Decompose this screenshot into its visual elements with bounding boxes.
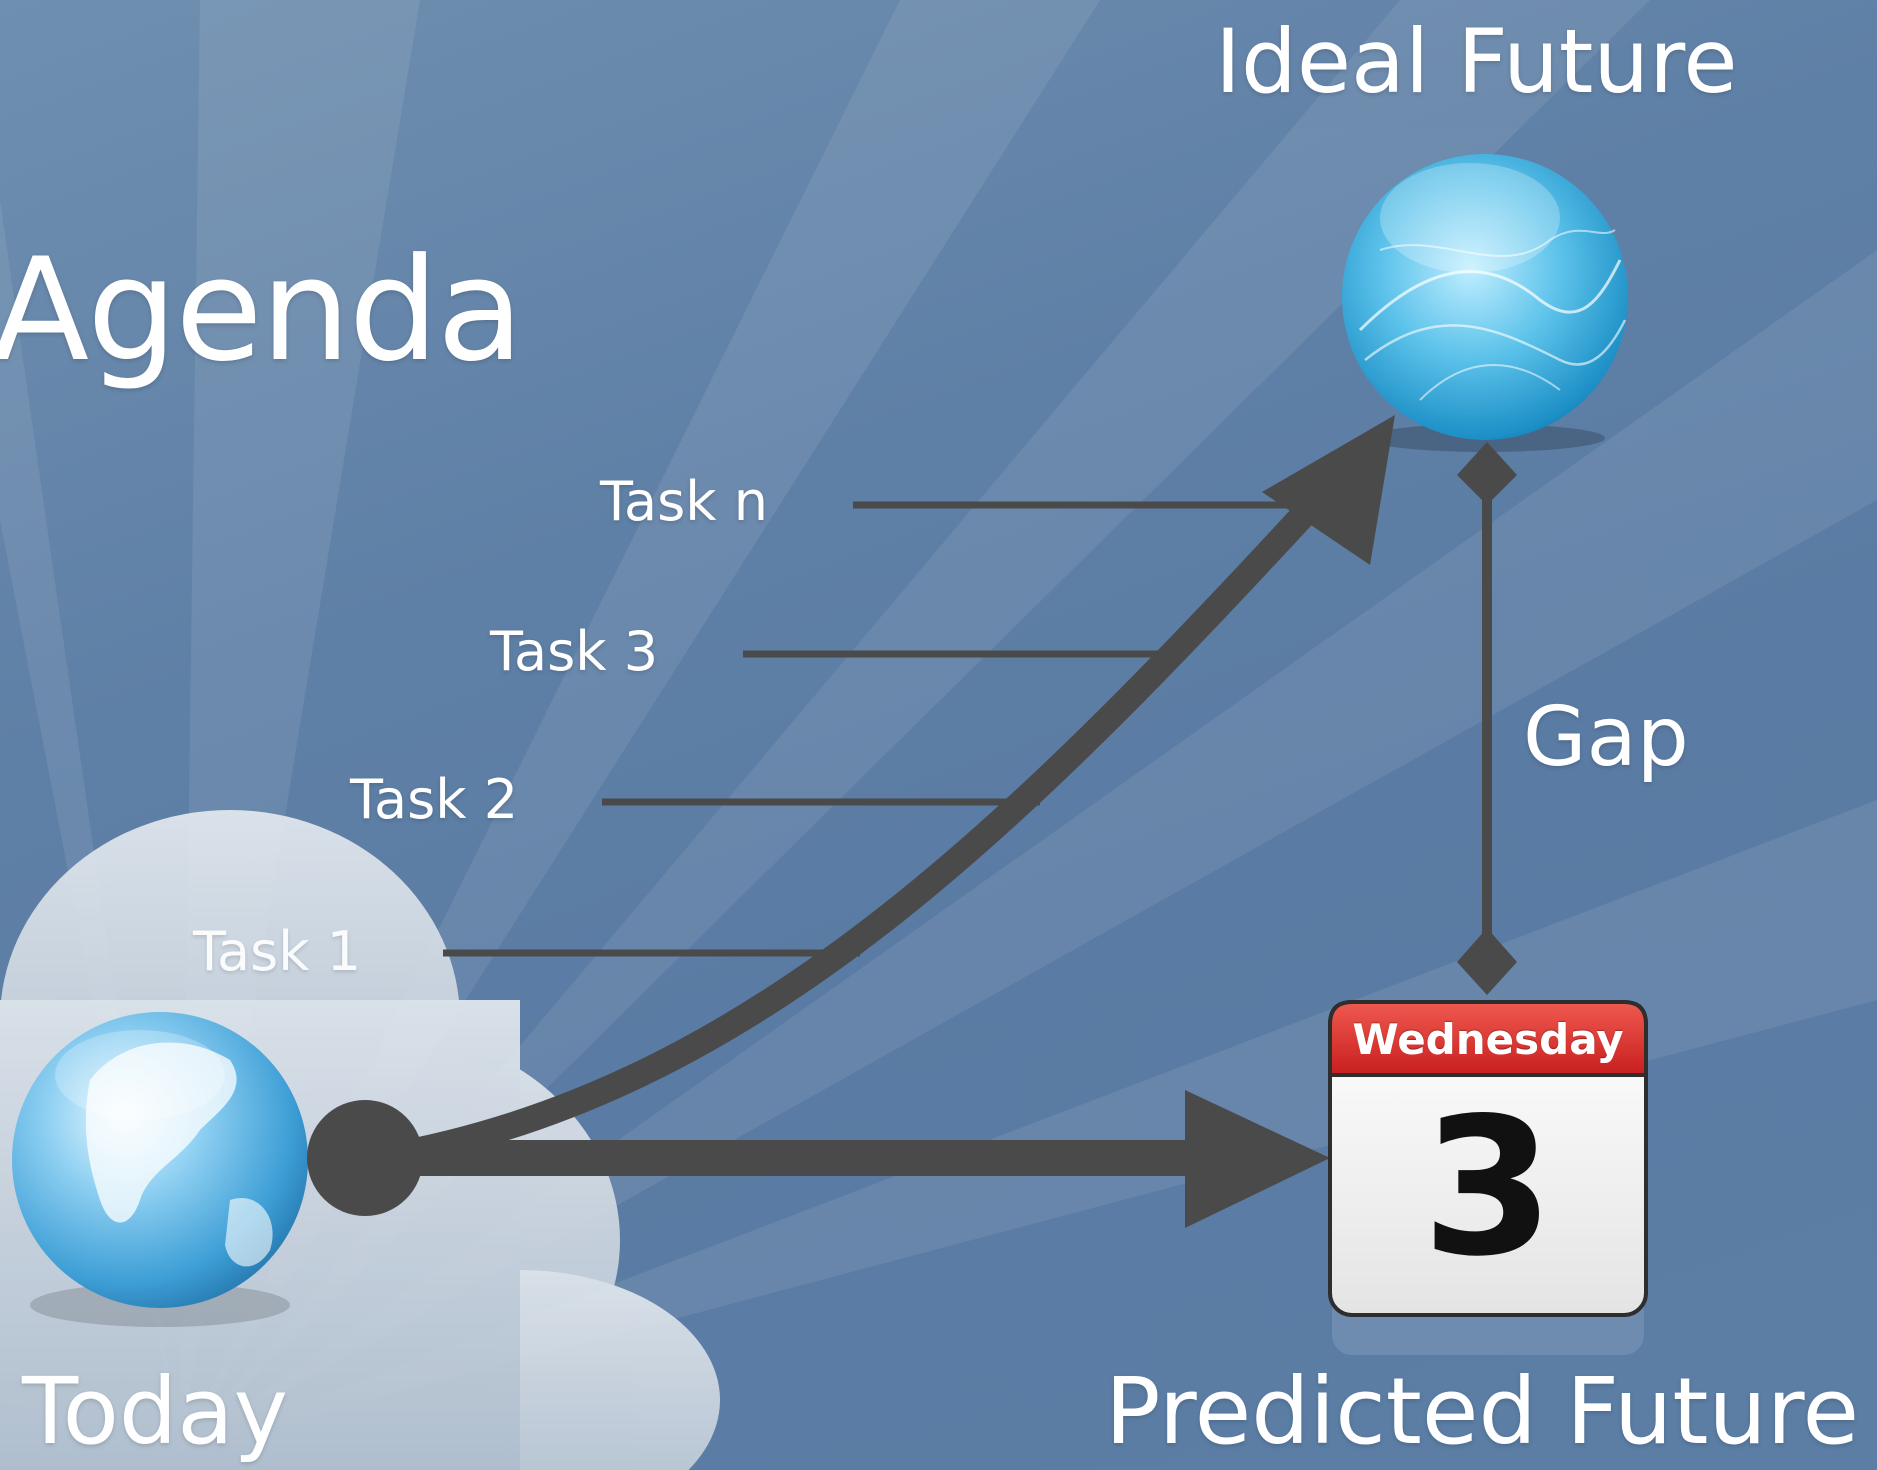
predicted-future-label: Predicted Future [1105,1358,1860,1465]
gap-connector [1457,442,1517,995]
ideal-path-arrow [352,415,1395,1173]
calendar-icon [1328,1000,1648,1355]
task-n-label: Task n [600,470,768,533]
task-1-label: Task 1 [193,920,362,983]
task-2-label: Task 2 [350,768,519,831]
start-dot [307,1100,423,1216]
task-3-label: Task 3 [490,620,659,683]
task-lines [443,501,1305,957]
aqua-sphere-icon [1342,154,1628,452]
earth-globe-icon [12,1012,308,1327]
gap-label: Gap [1523,690,1689,785]
ideal-future-label: Ideal Future [1215,10,1738,113]
today-label: Today [22,1358,289,1465]
predicted-path-arrow [365,1090,1330,1228]
calendar-date-number: 3 [1421,1077,1555,1298]
calendar-day-label: Wednesday [1352,1015,1624,1064]
slide-title: Agenda [0,228,524,393]
